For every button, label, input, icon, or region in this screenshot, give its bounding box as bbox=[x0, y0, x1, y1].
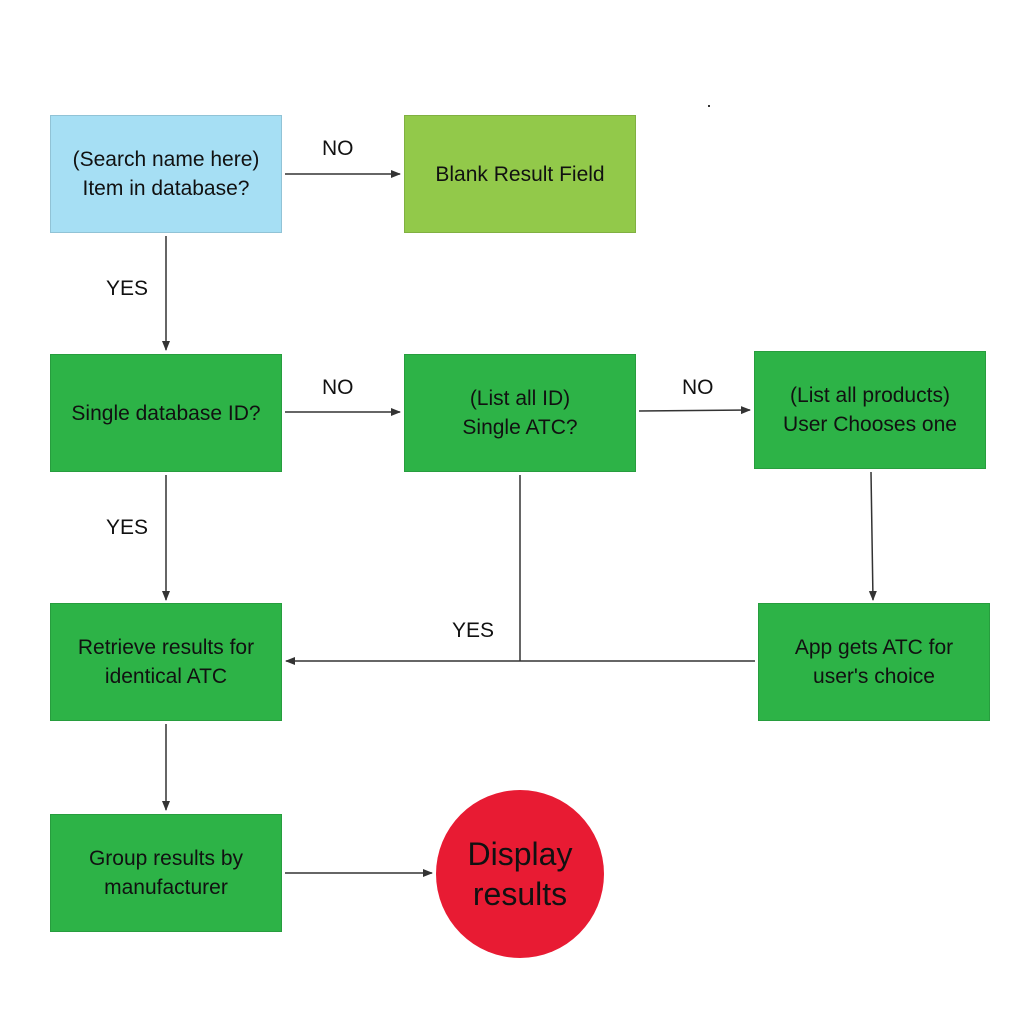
edge-label-search-yes: YES bbox=[106, 277, 149, 300]
node-single-database-id-label: Single database ID? bbox=[71, 401, 261, 425]
node-single-database-id[interactable]: Single database ID? bbox=[50, 354, 282, 472]
node-app-gets-atc[interactable]: App gets ATC for user's choice bbox=[758, 603, 990, 721]
node-group-results[interactable]: Group results by manufacturer bbox=[50, 814, 282, 932]
node-app-gets-atc-label: App gets ATC for user's choice bbox=[794, 636, 954, 688]
arrow-list-id-to-list-products bbox=[638, 406, 751, 415]
node-group-results-label: Group results by manufacturer bbox=[88, 847, 244, 899]
node-list-all-products[interactable]: (List all products) User Chooses one bbox=[754, 351, 986, 469]
edge-label-single-atc-no: NO bbox=[682, 376, 714, 399]
node-list-all-id[interactable]: (List all ID) Single ATC? bbox=[404, 354, 636, 472]
node-list-all-id-label: (List all ID) Single ATC? bbox=[462, 387, 578, 439]
edge-label-single-id-no: NO bbox=[322, 376, 354, 399]
stray-dot bbox=[708, 105, 710, 107]
node-display-results[interactable]: Display results bbox=[436, 790, 604, 958]
node-retrieve-results[interactable]: Retrieve results for identical ATC bbox=[50, 603, 282, 721]
edge-label-single-atc-yes: YES bbox=[452, 619, 495, 642]
node-search-item[interactable]: (Search name here) Item in database? bbox=[50, 115, 282, 233]
node-display-results-label: Display results bbox=[467, 836, 573, 912]
node-list-all-products-label: (List all products) User Chooses one bbox=[783, 384, 957, 436]
arrow-list-products-to-app-atc bbox=[868, 471, 877, 601]
node-blank-result-label: Blank Result Field bbox=[435, 162, 605, 186]
node-search-item-label: (Search name here) Item in database? bbox=[72, 148, 260, 200]
edge-label-search-no: NO bbox=[322, 137, 354, 160]
node-blank-result[interactable]: Blank Result Field bbox=[404, 115, 636, 233]
node-retrieve-results-label: Retrieve results for identical ATC bbox=[77, 636, 255, 688]
edge-label-single-id-yes: YES bbox=[106, 516, 149, 539]
